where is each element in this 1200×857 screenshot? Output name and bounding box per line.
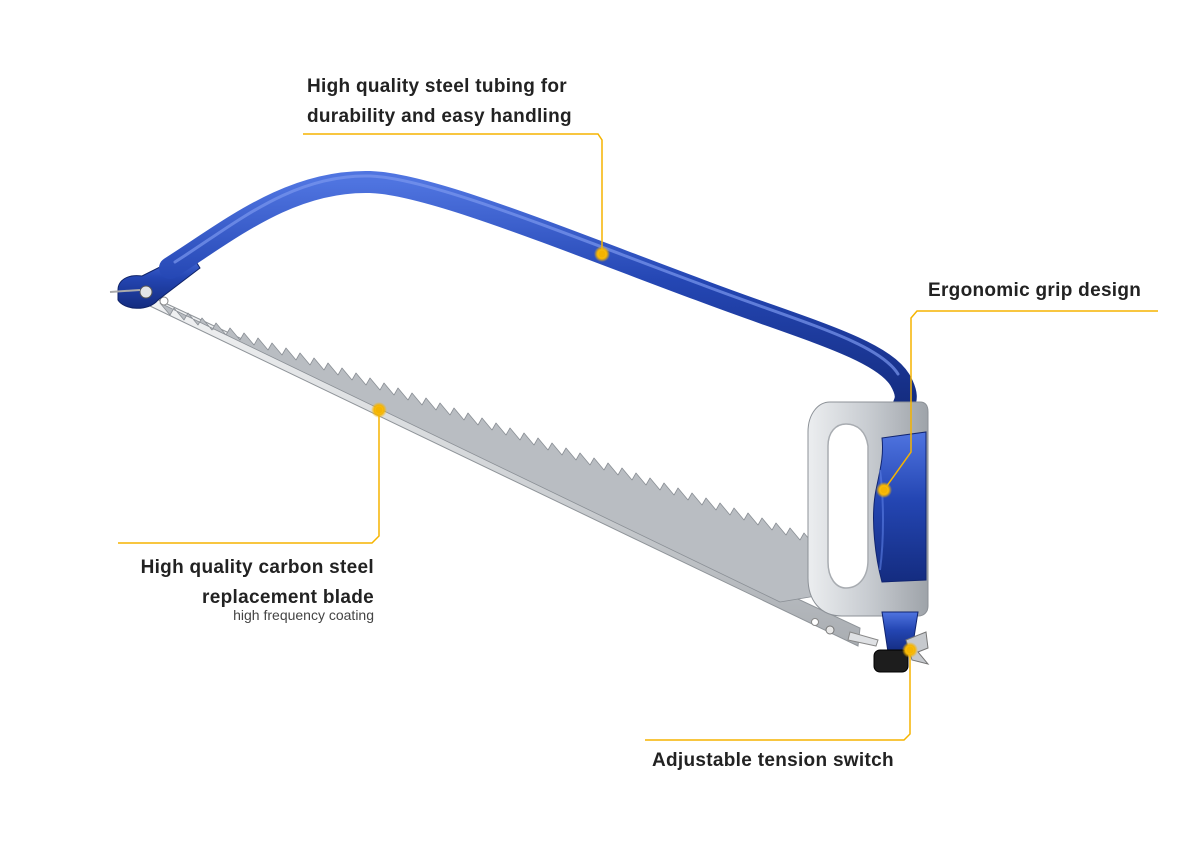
bow-frame xyxy=(159,170,917,415)
tension-leader xyxy=(645,652,911,741)
blade-callout-subtitle: high frequency coating xyxy=(233,607,374,623)
blade-leader xyxy=(118,410,380,544)
saw-blade xyxy=(149,295,913,647)
tubing-callout-line2: durability and easy handling xyxy=(307,106,572,127)
blade-teeth xyxy=(159,302,913,603)
blade-callout-line2: replacement blade xyxy=(202,587,374,608)
tension-knob xyxy=(847,611,930,673)
tubing-leader xyxy=(303,133,603,254)
grip-callout: Ergonomic grip design xyxy=(928,280,1142,301)
tubing-callout: High quality steel tubing for durability… xyxy=(307,72,572,132)
yellow-dot-marker xyxy=(371,246,918,658)
grip-leader xyxy=(883,310,1158,491)
blade-callout: High quality carbon steel replacement bl… xyxy=(141,553,374,613)
blade-callout-line1: High quality carbon steel xyxy=(140,557,374,578)
handle xyxy=(807,401,929,617)
tension-callout: Adjustable tension switch xyxy=(652,750,894,771)
tubing-callout-line1: High quality steel tubing for xyxy=(307,76,567,97)
grip-pad xyxy=(873,431,927,583)
